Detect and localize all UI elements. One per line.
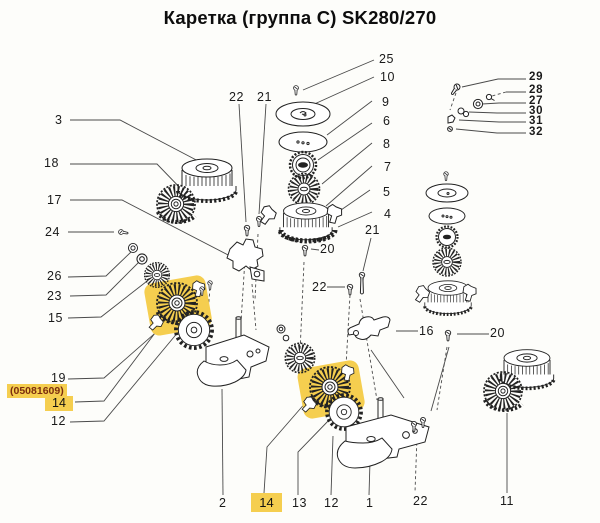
part-11-gear-drum-pair (484, 347, 556, 410)
callout-12-left: 12 (51, 414, 66, 428)
part-23-washer (136, 253, 148, 265)
part-22-screw-top (243, 224, 251, 237)
callout-17: 17 (47, 193, 62, 207)
leader-lines (67, 59, 526, 496)
right-stack-sunburst (433, 248, 461, 276)
right-stack-disc (428, 207, 466, 225)
callout-16: 16 (419, 324, 434, 338)
callout-6: 6 (383, 114, 391, 128)
callout-4: 4 (384, 207, 392, 221)
diagram-title: Каретка (группа C) SK280/270 (163, 7, 437, 28)
callout-7: 7 (384, 160, 392, 174)
callout-20-mid: 20 (320, 242, 335, 256)
part-20-screw-mid (301, 244, 309, 257)
part-25-screw (293, 85, 299, 96)
callout-32: 32 (529, 126, 544, 138)
part-16-lever (347, 316, 391, 340)
callout-8: 8 (383, 137, 391, 151)
part-26-washer (127, 242, 139, 254)
part-9-disc (278, 131, 328, 153)
callout-14-highlighted-bottom: 14 (251, 493, 282, 512)
callout-20-right: 20 (490, 326, 505, 340)
part-4-toothed-skirt (278, 229, 338, 244)
callout-2: 2 (219, 496, 227, 510)
callout-5: 5 (383, 185, 391, 199)
callout-29: 29 (529, 71, 544, 83)
callout-25: 25 (379, 52, 394, 66)
lever-washers (276, 324, 290, 342)
callout-31: 31 (529, 115, 544, 127)
callout-19: 19 (51, 371, 66, 385)
callout-14-highlighted-left: 14 (45, 396, 73, 411)
callout-21-top: 21 (257, 90, 272, 104)
callout-22-top: 22 (229, 90, 244, 104)
callout-22-mid: 22 (312, 280, 327, 294)
callout-21-mid: 21 (365, 223, 380, 237)
callout-1: 1 (366, 496, 374, 510)
right-stack-gear-washer (435, 225, 459, 249)
callout-27: 27 (529, 95, 544, 107)
parts-29-32-hardware-cluster (447, 82, 495, 132)
part-22-screw-mid (346, 283, 354, 296)
callout-15: 15 (48, 311, 63, 325)
right-stack-dome-disc (425, 183, 469, 203)
part-3-gear-drum (176, 157, 238, 203)
part-24-screw (117, 228, 129, 237)
callout-26: 26 (47, 269, 62, 283)
callout-23: 23 (47, 289, 62, 303)
callout-24: 24 (45, 225, 60, 239)
part-17-bracket (226, 238, 265, 282)
right-stack-gear-drum (413, 279, 479, 316)
part-2-carriage-plate (196, 316, 270, 387)
callout-22-bottom: 22 (413, 494, 428, 508)
part-21-screw-long (358, 271, 366, 295)
callout-11: 11 (500, 494, 514, 508)
callout-9: 9 (382, 95, 390, 109)
callout-18: 18 (44, 156, 59, 170)
right-stack-screw (443, 171, 449, 182)
part-10-dome-disc (275, 101, 331, 127)
callout-12-bottom: 12 (324, 496, 339, 510)
callout-3: 3 (55, 113, 63, 127)
callout-30: 30 (529, 105, 544, 117)
part-code-badge: (05081609) (7, 384, 67, 398)
part-20-screw-right (444, 329, 452, 342)
callout-10: 10 (380, 70, 395, 84)
callout-13: 13 (292, 496, 307, 510)
callout-28: 28 (529, 84, 544, 96)
